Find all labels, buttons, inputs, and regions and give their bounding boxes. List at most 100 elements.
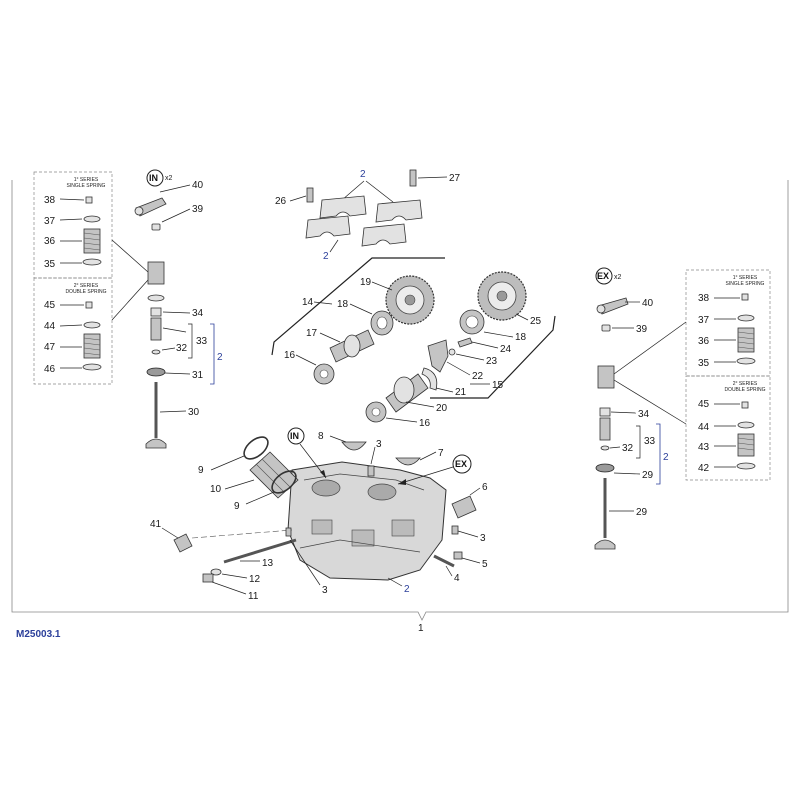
shim-39-right xyxy=(601,324,611,332)
washer-12 xyxy=(210,568,222,576)
label-15: 15 xyxy=(492,380,504,391)
label-33-left: 33 xyxy=(196,336,208,347)
clamp-9-bottom xyxy=(271,470,297,494)
bolt-26 xyxy=(306,187,314,203)
valve-head-right xyxy=(594,539,616,550)
decompressor-21 xyxy=(421,367,438,391)
label-26: 26 xyxy=(275,196,287,207)
label-36-left: 36 xyxy=(44,236,56,247)
cam-cap-3 xyxy=(305,215,351,239)
label-39-right: 39 xyxy=(636,324,648,335)
decompressor-22 xyxy=(427,339,449,373)
label-2-caps-top: 2 xyxy=(360,169,366,180)
label-3-lower-left: 3 xyxy=(322,585,328,596)
collet-38-left xyxy=(85,196,93,204)
label-3-top: 3 xyxy=(376,439,382,450)
label-17: 17 xyxy=(306,328,318,339)
reference-code: M25003.1 xyxy=(16,629,61,640)
oring-32-right xyxy=(600,445,610,451)
sensor-41 xyxy=(173,533,193,553)
label-2-caps-bottom: 2 xyxy=(323,251,329,262)
label-43-right: 43 xyxy=(698,442,710,453)
label-12: 12 xyxy=(249,574,261,585)
dowel-3-top xyxy=(367,465,375,477)
collet-45-left xyxy=(85,301,93,309)
label-35-right: 35 xyxy=(698,358,710,369)
label-41: 41 xyxy=(150,519,162,530)
label-3-right: 3 xyxy=(480,533,486,544)
intake-qty: x2 xyxy=(165,175,173,182)
label-8: 8 xyxy=(318,431,324,442)
label-18-left: 18 xyxy=(337,299,349,310)
label-19: 19 xyxy=(360,277,372,288)
label-2-head: 2 xyxy=(404,584,410,595)
series-2-box-right xyxy=(685,375,771,481)
label-11: 11 xyxy=(248,591,259,602)
seat-ring-29-right xyxy=(595,463,615,473)
retainer-37-left xyxy=(83,215,101,223)
label-5: 5 xyxy=(482,559,488,570)
spring-stack-right xyxy=(597,365,615,389)
shim-39-left xyxy=(151,223,161,231)
half-moon-seal-8 xyxy=(341,441,367,451)
label-16-left: 16 xyxy=(284,350,296,361)
label-39-left: 39 xyxy=(192,204,204,215)
collet-45-right xyxy=(741,401,749,409)
label-46-left: 46 xyxy=(44,364,56,375)
head-intake-tag: IN xyxy=(290,431,299,441)
label-25: 25 xyxy=(530,316,542,327)
dowel-3-lower-left xyxy=(285,527,292,537)
series-2-box-left xyxy=(33,277,113,385)
intake-tag: IN xyxy=(149,173,158,183)
label-33-right: 33 xyxy=(644,436,656,447)
label-40-right: 40 xyxy=(642,298,654,309)
series-1-subtitle-right: SINGLE SPRING xyxy=(726,281,765,287)
cam-cap-2 xyxy=(375,199,423,223)
label-21: 21 xyxy=(455,387,467,398)
label-34-right: 34 xyxy=(638,409,650,420)
label-36-right: 36 xyxy=(698,336,710,347)
retainer-44-left xyxy=(83,321,101,329)
spring-seat-left xyxy=(147,294,165,302)
clamp-9-top xyxy=(243,436,269,460)
label-7: 7 xyxy=(438,448,444,459)
pin-23 xyxy=(448,348,456,356)
label-2-bracket-left: 2 xyxy=(217,352,223,363)
stud-4 xyxy=(433,554,455,568)
assembly-bracket xyxy=(11,180,789,621)
oring-32-left xyxy=(151,349,161,355)
label-31-left: 31 xyxy=(192,370,204,381)
dowel-3-right xyxy=(451,525,459,535)
series-1-box-left xyxy=(33,171,113,279)
label-32-left: 32 xyxy=(176,343,188,354)
seat-35-right xyxy=(736,357,756,365)
cam-cap-4 xyxy=(361,223,407,247)
seat-46-left xyxy=(82,363,102,371)
nut-5 xyxy=(453,551,463,560)
label-18-right: 18 xyxy=(515,332,527,343)
head-exhaust-circle xyxy=(452,454,472,474)
label-27: 27 xyxy=(449,173,461,184)
label-23: 23 xyxy=(486,356,498,367)
label-14: 14 xyxy=(302,297,314,308)
label-2-bracket-right: 2 xyxy=(663,452,669,463)
label-38-left: 38 xyxy=(44,195,56,206)
label-32-right: 32 xyxy=(622,443,634,454)
label-13: 13 xyxy=(262,558,274,569)
series-1-subtitle-left: SINGLE SPRING xyxy=(67,183,106,189)
cam-cap-1 xyxy=(319,195,367,219)
spring-36-left xyxy=(83,228,101,254)
pin-24 xyxy=(457,337,473,348)
label-29-valve: 29 xyxy=(636,507,648,518)
label-42-right: 42 xyxy=(698,463,710,474)
label-45-right: 45 xyxy=(698,399,710,410)
collet-38-right xyxy=(741,293,749,301)
plug-11 xyxy=(202,573,214,583)
label-22: 22 xyxy=(472,371,484,382)
guide-left xyxy=(150,317,162,341)
rocker-pivot-left xyxy=(134,206,144,216)
half-moon-seal-7 xyxy=(395,457,421,466)
intake-tag-circle xyxy=(146,169,164,187)
stud-13 xyxy=(223,538,297,564)
